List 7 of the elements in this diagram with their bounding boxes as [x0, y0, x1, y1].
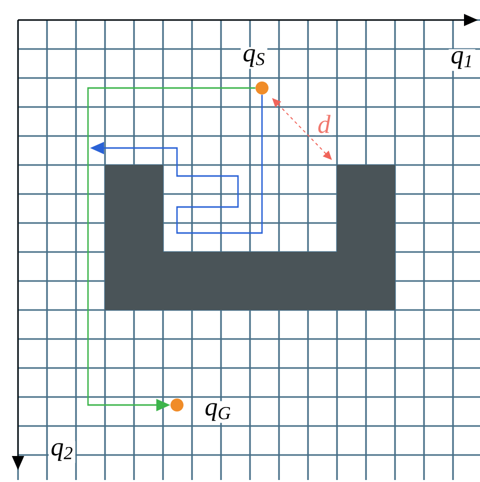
axis-label: q$_{1}$: [448, 49, 476, 71]
point-label: q$_{S}$: [240, 47, 268, 69]
axis-label: d: [316, 112, 332, 136]
axis-label: q$_{2}$: [48, 441, 76, 463]
point-marker: [170, 398, 184, 412]
point-marker: [256, 82, 268, 94]
point-label: q$_{G}$: [202, 401, 234, 423]
